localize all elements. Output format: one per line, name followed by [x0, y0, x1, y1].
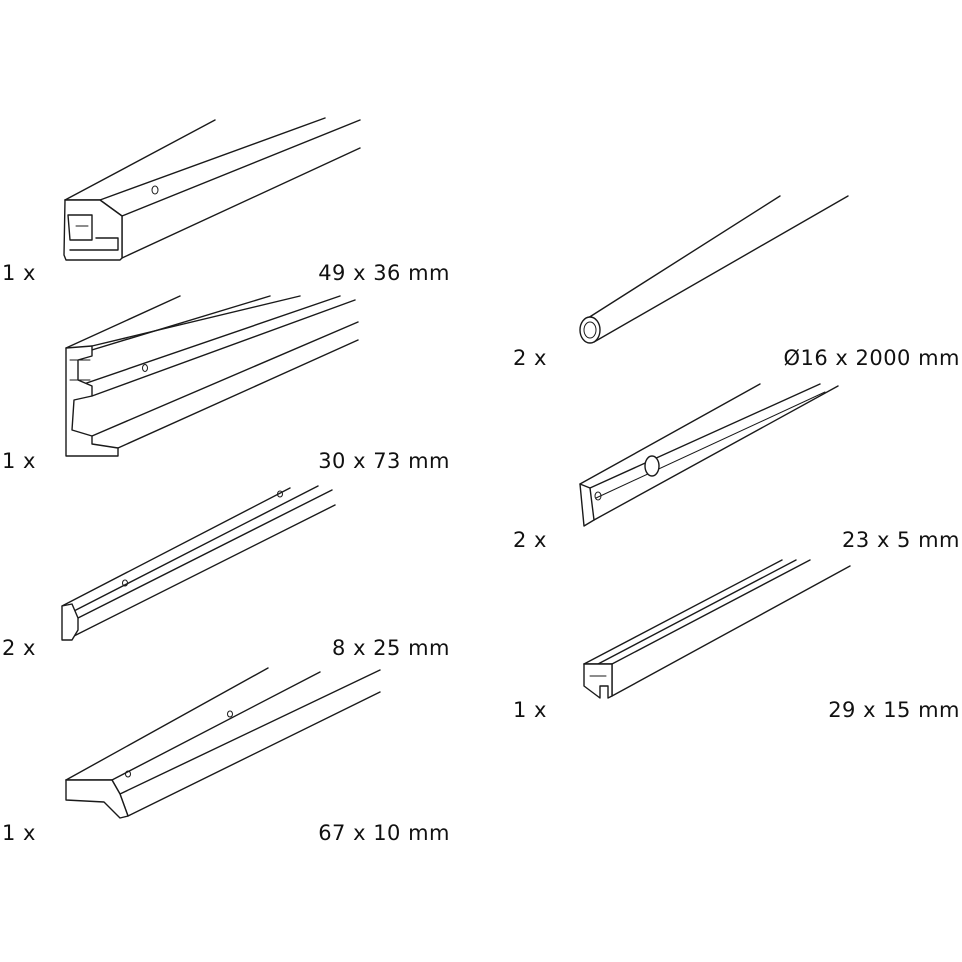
part-dimensions: 8 x 25 mm [332, 636, 450, 660]
narrow-channel-profile-icon [61, 485, 336, 641]
part-dimensions: 30 x 73 mm [318, 449, 450, 473]
part-dimensions: 49 x 36 mm [318, 261, 450, 285]
part-quantity: 1 x [513, 698, 547, 722]
wall-rail-profile-icon [65, 295, 359, 457]
part-quantity: 1 x [2, 449, 36, 473]
part-quantity: 1 x [2, 821, 36, 845]
part-dimensions: 67 x 10 mm [318, 821, 450, 845]
flat-strip-profile-icon [579, 383, 839, 527]
part-dimensions: Ø16 x 2000 mm [783, 346, 960, 370]
double-channel-profile-icon [583, 559, 851, 699]
round-rod-icon [579, 195, 849, 344]
part-dimensions: 29 x 15 mm [828, 698, 960, 722]
part-quantity: 2 x [513, 528, 547, 552]
top-rail-profile-icon [63, 117, 361, 261]
part-quantity: 2 x [2, 636, 36, 660]
part-quantity: 1 x [2, 261, 36, 285]
part-dimensions: 23 x 5 mm [842, 528, 960, 552]
part-quantity: 2 x [513, 346, 547, 370]
flat-floor-profile-icon [65, 667, 381, 819]
